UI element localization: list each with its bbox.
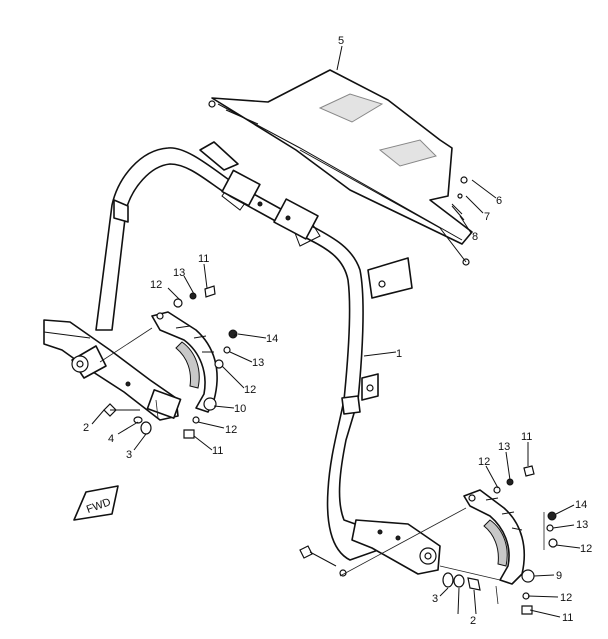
fwd-mark: FWD <box>73 485 119 521</box>
callout-labels: 5 6 7 8 1 12 13 11 14 13 12 10 12 11 2 4… <box>83 35 592 627</box>
label-13c: 13 <box>498 441 510 453</box>
label-5: 5 <box>338 35 344 47</box>
label-3b: 3 <box>432 593 438 605</box>
label-12a: 12 <box>150 279 162 291</box>
label-11b: 11 <box>212 445 223 457</box>
label-11a: 11 <box>198 253 209 265</box>
label-9: 9 <box>556 570 562 582</box>
label-13d: 13 <box>576 519 588 531</box>
fwd-arrow-icon <box>73 485 119 521</box>
label-14a: 14 <box>266 333 278 345</box>
hardware <box>103 176 558 615</box>
label-12b: 12 <box>244 384 256 396</box>
label-2a: 2 <box>83 422 89 434</box>
label-12e: 12 <box>580 543 592 555</box>
label-11c: 11 <box>521 431 532 443</box>
label-6: 6 <box>496 195 502 207</box>
label-10: 10 <box>234 403 246 415</box>
label-1: 1 <box>396 348 402 360</box>
label-12d: 12 <box>478 456 490 468</box>
windshield-frame <box>95 141 413 561</box>
left-mount-arm <box>43 319 182 421</box>
windshield <box>208 69 473 266</box>
label-8: 8 <box>472 231 478 243</box>
left-bracket <box>151 311 218 413</box>
label-3a: 3 <box>126 449 132 461</box>
label-4: 4 <box>108 433 114 445</box>
label-13a: 13 <box>173 267 185 279</box>
label-12f: 12 <box>560 592 572 604</box>
label-11d: 11 <box>562 612 573 624</box>
label-2b: 2 <box>470 615 476 627</box>
label-14b: 14 <box>575 499 587 511</box>
label-7: 7 <box>484 211 490 223</box>
leader-lines <box>91 45 581 618</box>
label-13b: 13 <box>252 357 264 369</box>
right-bracket <box>463 489 535 585</box>
label-12c: 12 <box>225 424 237 436</box>
